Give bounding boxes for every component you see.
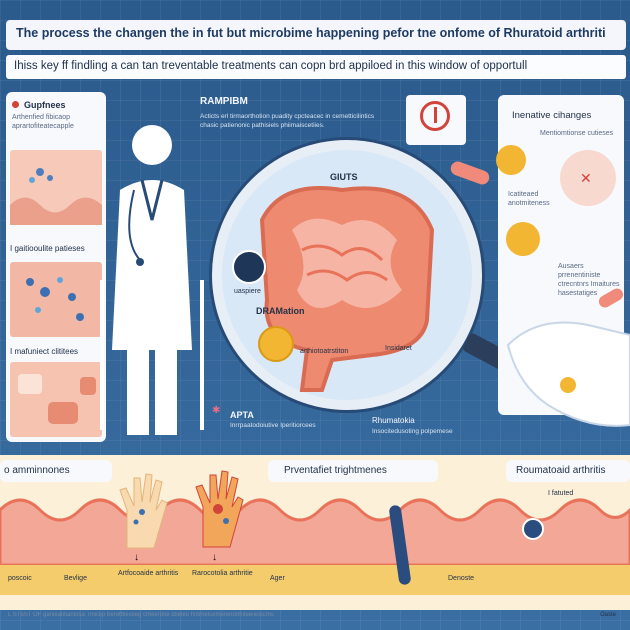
axis-label-4: Rarocotolia arthritie: [192, 570, 253, 577]
rheum-text: Insocitedusoting polpemese: [372, 428, 453, 435]
glove-icon: [506, 321, 630, 427]
thermometer-icon: [420, 101, 450, 131]
gut-lining-image: [10, 362, 102, 437]
magnifier-lens: [212, 140, 482, 410]
left-panel-caption: Arthenfied fibicaop aprartofiteatecapple: [12, 114, 74, 130]
doctor-silhouette-icon: [100, 125, 204, 435]
title-banner: [6, 20, 626, 50]
star-icon: ✱: [212, 405, 221, 416]
right-text-mid: Icatiteaed anotmiteness: [508, 191, 550, 207]
cell-sample-icon: ✕: [560, 150, 616, 206]
microbe-bubble-icon: [522, 518, 544, 540]
dream-text: arthiotoatrstiton: [300, 348, 349, 355]
center-tag-top: RAMPIBM: [200, 96, 248, 107]
inflamed-tissue-image: [10, 262, 102, 337]
circle-label: uaspiere: [234, 288, 261, 295]
thermometer-card: [406, 95, 466, 145]
left-label-lower: I mafuniect clititees: [10, 347, 79, 356]
yellow-bacteria-icon: [258, 326, 294, 362]
axis-label-5: Ager: [270, 575, 285, 582]
left-panel-heading: Gupfnees: [24, 100, 66, 110]
axis-label-2: Bevlige: [64, 575, 87, 582]
bottom-label-right-sub: I fatuted: [548, 490, 574, 497]
bottom-label-right-box: [506, 460, 630, 482]
right-text-low: Ausaers prrenentiniste ctrecntnrs Imaitu…: [558, 263, 620, 297]
hand-arthritic: [188, 465, 248, 550]
hand-icon-arthritic: [195, 470, 244, 548]
hand-healthy: [112, 470, 172, 550]
hand-icon-healthy: [119, 473, 168, 549]
arrow-down-icon-2: ↓: [212, 552, 217, 563]
right-panel-heading: Inenative cihanges: [512, 110, 592, 121]
bottom-label-right: Roumatoaid arthritis: [516, 465, 606, 476]
cell-lining-icon: [18, 374, 96, 424]
intestine-tissue-image: [10, 150, 102, 225]
axis-label-7: Oaste: [600, 612, 617, 618]
apta-text: Inrrpaatodoiutive Iperitiorcees: [230, 422, 316, 429]
lens-label: GIUTS: [330, 172, 358, 182]
bullet-dot-icon: [12, 101, 19, 108]
footnote: L ST5ST OF ganieatitianiosa: Imiciip tre…: [8, 612, 274, 618]
axis-label-1: poscoic: [8, 575, 32, 582]
rheum-heading: Rhumatokia: [372, 416, 415, 425]
axis-label-6: Denoste: [448, 575, 475, 582]
bottom-label-left: o amminnones: [4, 465, 70, 476]
left-label-middle: I gaitiooulite patieses: [10, 244, 85, 253]
arrow-down-icon-1: ↓: [134, 552, 139, 563]
page-subtitle: Ihiss key ff findling a can tan treventa…: [14, 60, 528, 72]
dream-heading: DRAMation: [256, 306, 305, 316]
arrow-label: Insidaret: [385, 345, 412, 352]
intestine-icon: [259, 186, 435, 392]
right-text-top: Mentiomtionse cutieses: [540, 130, 614, 137]
page-title: The process the changen the in fut but m…: [16, 26, 606, 40]
center-text-top: Acticts erl tirmaorthotion puadity cpcte…: [200, 113, 375, 129]
bottom-label-left-box: [0, 460, 112, 482]
gloved-hand: [498, 305, 630, 435]
apta-heading: APTA: [230, 410, 254, 420]
virus-icon-2: [506, 222, 540, 256]
microbe-circle-icon: [232, 250, 266, 284]
bottom-label-center: Prventafiet trightmenes: [284, 465, 387, 476]
subtitle-banner: [6, 55, 626, 79]
doctor-figure: [92, 100, 212, 440]
virus-icon-1: [496, 145, 526, 175]
bottom-label-center-box: [268, 460, 438, 482]
axis-label-3: Artfocoaide arthritis: [118, 570, 179, 577]
tissue-villi-icon: [10, 168, 102, 225]
bacteria-cluster-icon: [26, 277, 84, 321]
